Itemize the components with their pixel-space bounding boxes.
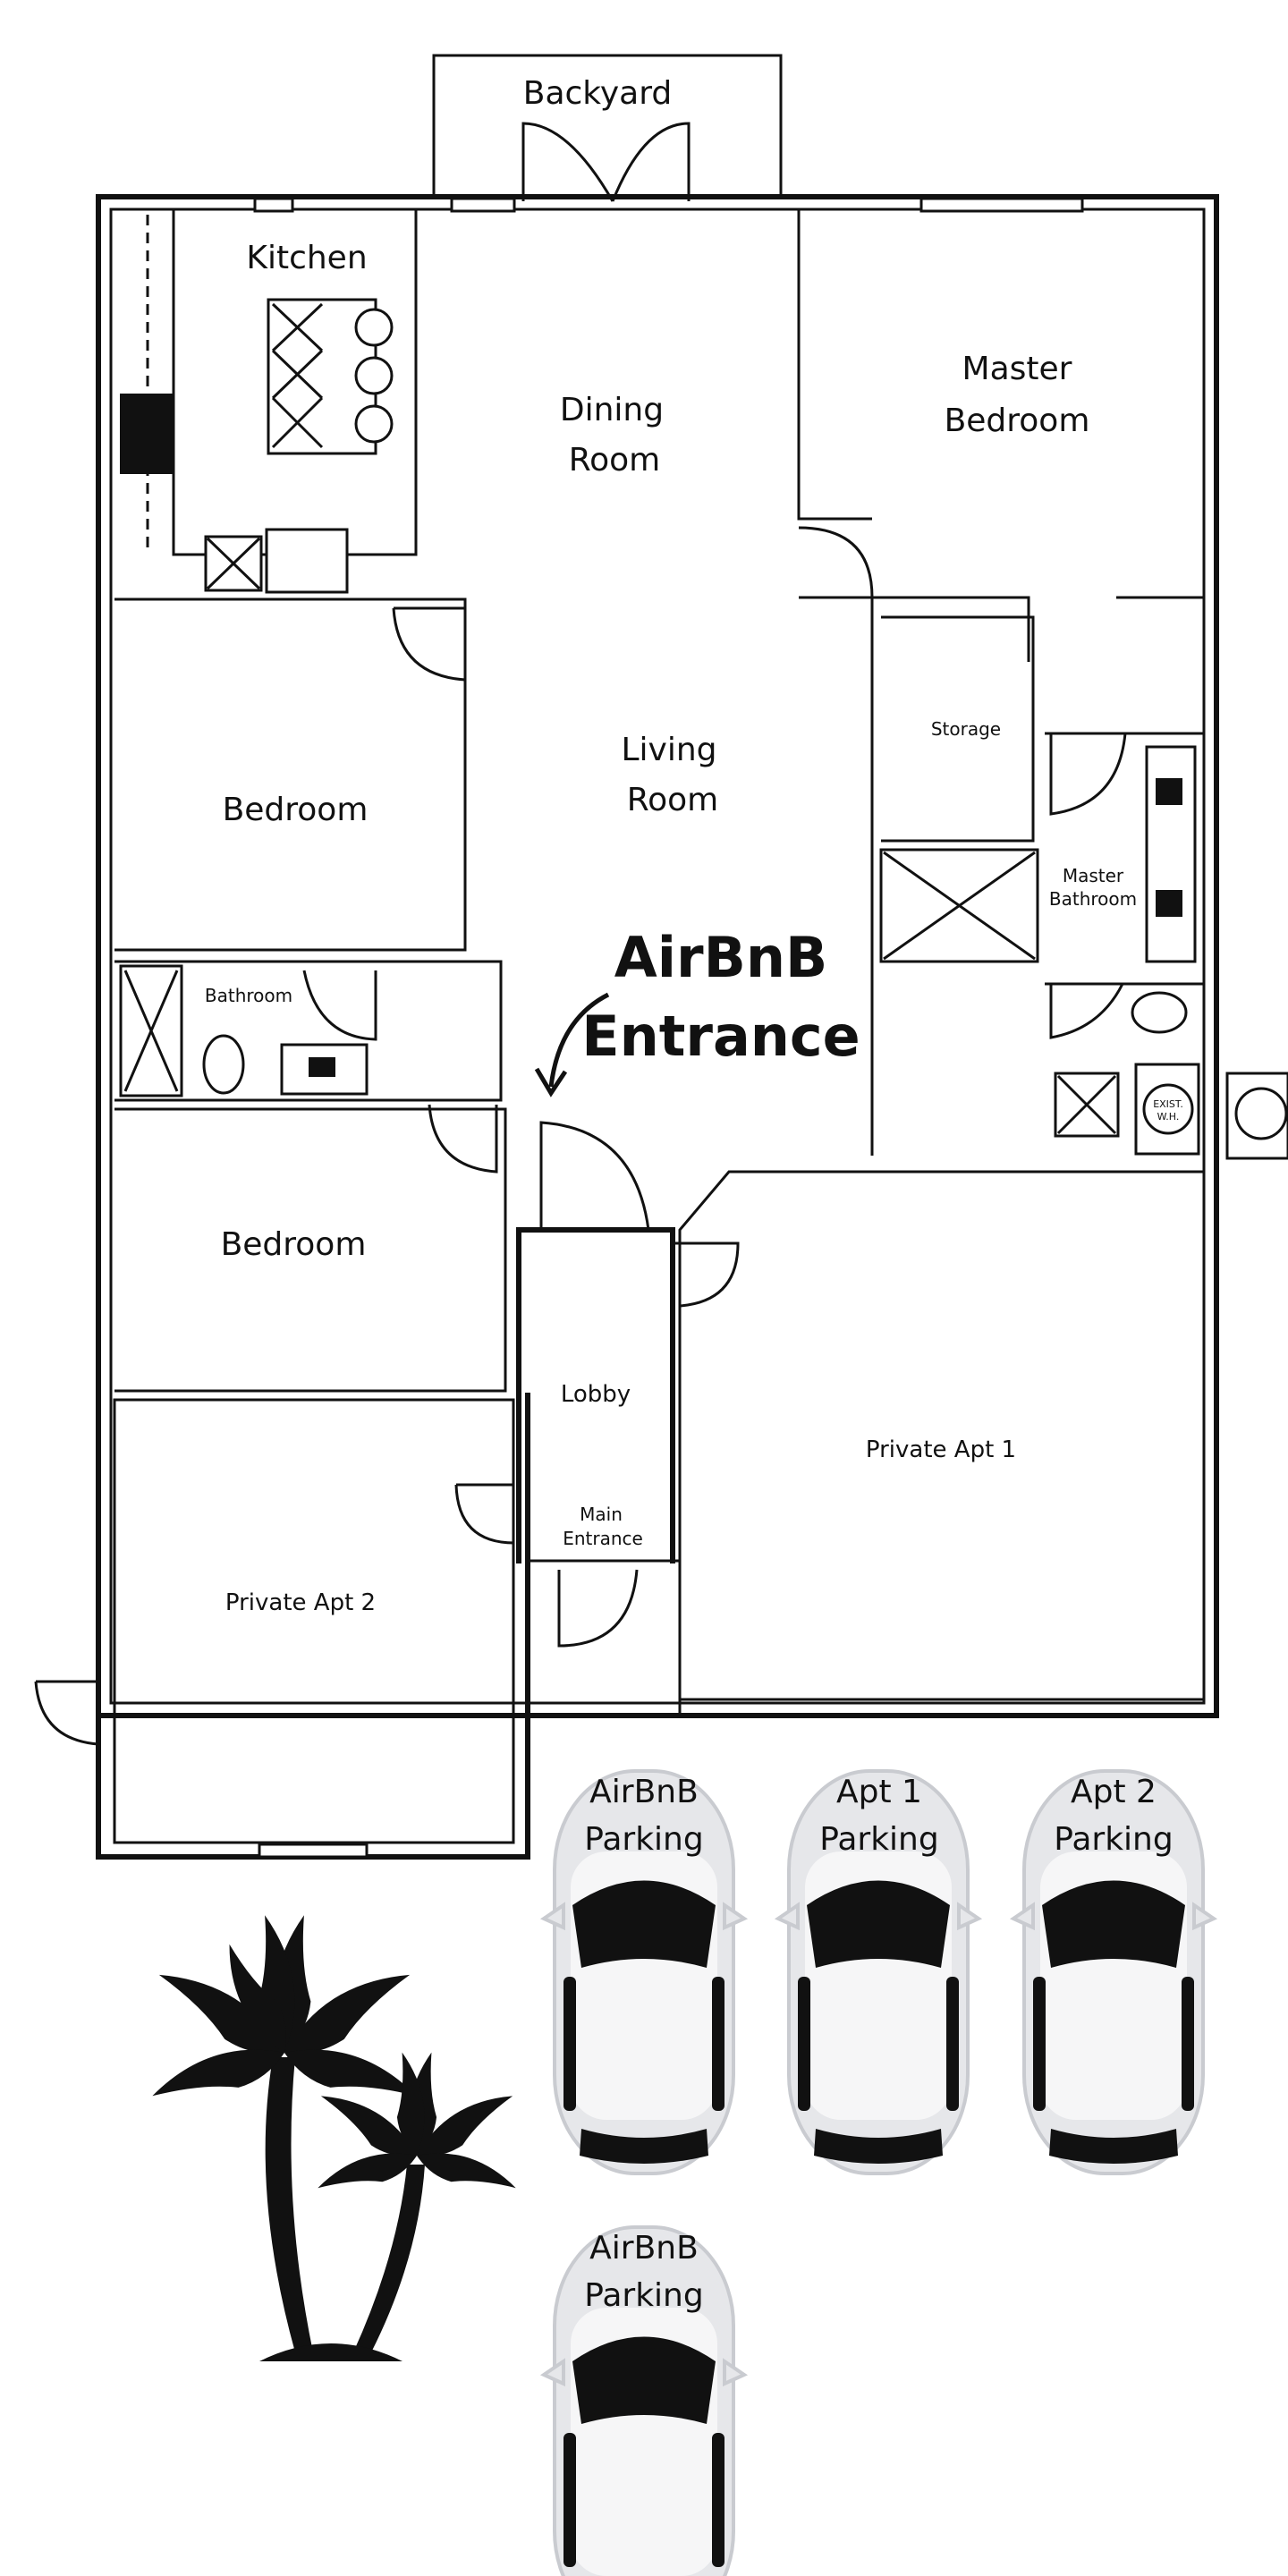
palm-tree-icon (145, 1912, 524, 2361)
side-exit-door (34, 1680, 99, 1746)
room-label-backyard: Backyard (523, 75, 673, 112)
stool-icon (354, 404, 394, 444)
parking-label-1-line-1: AirBnB (589, 1774, 699, 1810)
parking-label-4-line-1: AirBnB (589, 2230, 699, 2267)
master-bedroom-door (798, 526, 874, 598)
backyard-double-door (521, 122, 691, 202)
toilet-icon (1131, 991, 1188, 1034)
sink-basin-icon (309, 1057, 335, 1077)
room-label-bedroom-top: Bedroom (223, 792, 369, 828)
arrow-head-icon (534, 1067, 568, 1097)
private-apt-1-wall (678, 1170, 1206, 1701)
room-label-bathroom: Bathroom (205, 985, 292, 1006)
ac-unit-icon (1234, 1087, 1288, 1140)
window (253, 197, 294, 213)
porch-wall (528, 1559, 682, 1716)
room-label-master-1: Master (962, 351, 1072, 387)
airbnb-entrance-callout-1: AirBnB (614, 925, 827, 990)
room-label-main-entrance-1: Main (580, 1504, 623, 1525)
parking-label-2-line-2: Parking (819, 1821, 938, 1858)
water-heater-label-2: W.H. (1157, 1111, 1180, 1123)
room-label-living-2: Room (627, 782, 719, 818)
parking-label-2-line-1: Apt 1 (836, 1774, 922, 1810)
window (450, 197, 516, 213)
main-entrance-door (557, 1569, 639, 1648)
shower-cross (123, 970, 179, 1092)
room-label-private-apt-2: Private Apt 2 (225, 1589, 376, 1616)
room-label-living-1: Living (621, 732, 716, 768)
kitchen-sink (265, 528, 349, 594)
room-label-dining-1: Dining (560, 392, 664, 428)
bathroom-wall (114, 960, 503, 1102)
kitchen-island-cross (271, 302, 324, 449)
room-label-dining-2: Room (569, 442, 661, 479)
private-apt-2-door (454, 1483, 515, 1545)
master-shower-cross (883, 851, 1036, 961)
stool-icon (354, 356, 394, 395)
bedroom-bottom-door (428, 1104, 498, 1174)
airbnb-entrance-callout-2: Entrance (581, 1004, 860, 1069)
storage-wall (881, 615, 1035, 843)
dishwasher-cross (206, 537, 261, 590)
water-heater-icon (1142, 1083, 1194, 1135)
parking-label-1-line-2: Parking (584, 1821, 703, 1858)
stove-icon (120, 394, 174, 474)
master-bath-door (1049, 733, 1127, 816)
room-label-storage: Storage (931, 718, 1001, 740)
room-label-lobby: Lobby (561, 1381, 631, 1408)
parking-label-3-line-1: Apt 2 (1071, 1774, 1157, 1810)
bathroom-door (302, 970, 377, 1041)
room-label-main-entrance-2: Entrance (563, 1528, 643, 1549)
lobby-side-door (673, 1241, 740, 1308)
sink-icon (1156, 778, 1182, 805)
room-label-private-apt-1: Private Apt 1 (866, 1436, 1016, 1463)
sink-icon (1156, 890, 1182, 917)
window (919, 197, 1084, 213)
room-label-kitchen: Kitchen (246, 240, 367, 276)
room-label-master-bath-2: Bathroom (1049, 888, 1137, 910)
room-label-bedroom-bottom: Bedroom (221, 1226, 367, 1263)
airbnb-entrance-door (539, 1121, 650, 1231)
water-heater-label-1: EXIST. (1153, 1098, 1183, 1110)
bedroom-bottom-wall (114, 1107, 507, 1393)
bedroom-top-wall (114, 597, 467, 952)
private-apt-2-wall-inner (113, 1398, 515, 1844)
room-label-master-bath-1: Master (1063, 865, 1124, 886)
bedroom-top-door (392, 606, 466, 682)
arrow-icon (548, 992, 610, 1088)
parking-label-4-line-2: Parking (584, 2277, 703, 2314)
master-wall (872, 596, 1204, 662)
lobby-wall (516, 1227, 675, 1563)
exterior-wall (96, 194, 1219, 1718)
toilet-icon (202, 1034, 245, 1095)
master-wc-door (1049, 983, 1124, 1039)
vanity-sink (1145, 745, 1197, 963)
floor-drain-cross (1056, 1074, 1117, 1135)
private-apt-2-wall (96, 1393, 530, 1860)
ac-unit-box (1225, 1072, 1288, 1160)
stool-icon (354, 308, 394, 347)
window (258, 1843, 369, 1859)
parking-label-3-line-2: Parking (1054, 1821, 1173, 1858)
room-label-master-2: Bedroom (945, 402, 1090, 439)
